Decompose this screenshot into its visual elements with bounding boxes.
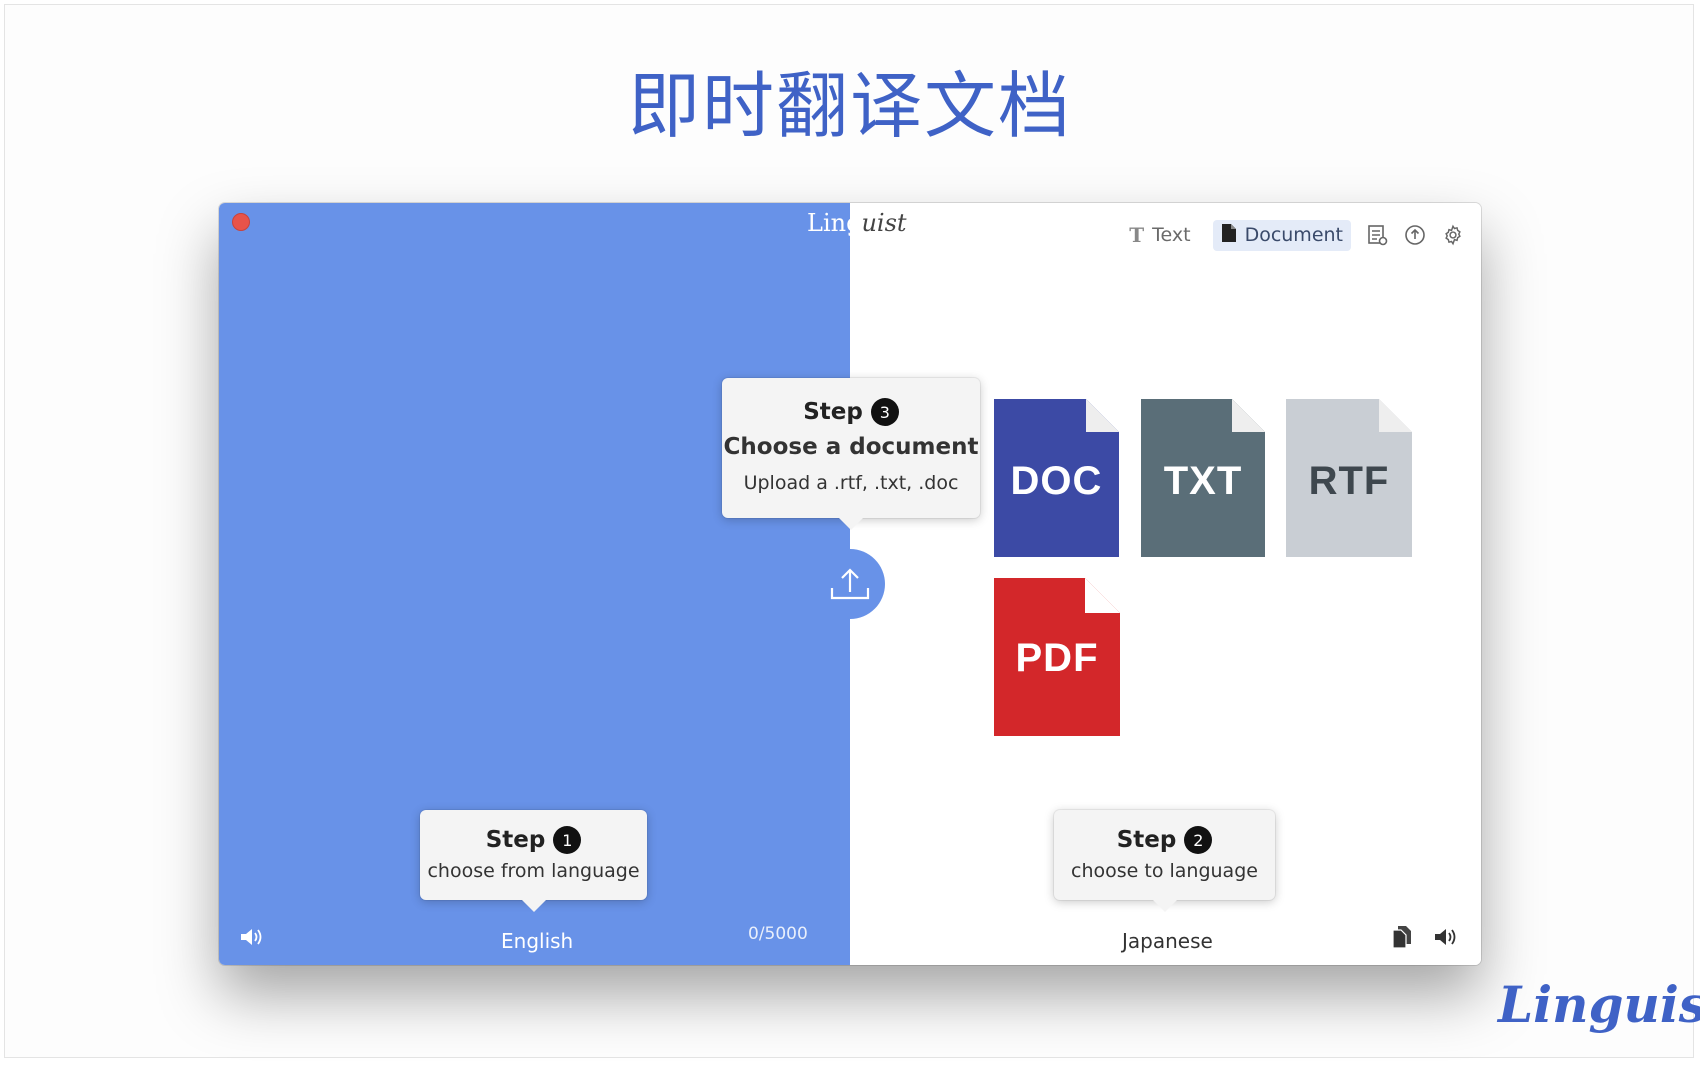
rtf-file-icon[interactable]: RTF (1286, 399, 1412, 557)
step3-number-badge: 3 (870, 398, 899, 426)
step2-word: Step (1116, 827, 1177, 853)
document-mode-button[interactable]: Document (1212, 219, 1351, 251)
step1-word: Step (485, 827, 546, 853)
copy-icon[interactable] (1391, 925, 1417, 949)
close-button[interactable] (232, 213, 250, 231)
txt-file-icon[interactable]: TXT (1141, 399, 1265, 557)
brand-logo: Linguist (1498, 975, 1700, 1034)
app-title-part1: Ling (807, 209, 862, 237)
doc-file-label: DOC (1010, 459, 1103, 503)
pdf-file-icon[interactable]: PDF (994, 578, 1120, 736)
step1-tooltip: Step 1 choose from language (420, 810, 647, 912)
step3-word: Step (803, 399, 863, 425)
upload-button[interactable] (815, 549, 885, 619)
upload-circle-icon[interactable] (1403, 223, 1427, 247)
headline: 即时翻译文档 (627, 64, 1072, 148)
text-mode-button[interactable]: T Text (1121, 220, 1198, 250)
app-title-part2: uist (861, 209, 907, 237)
toolbar: T Text Document (1121, 219, 1465, 251)
character-counter: 0/5000 (748, 924, 808, 944)
document-icon (1221, 223, 1237, 248)
step2-subtitle: choose to language (1071, 860, 1258, 882)
app-window: Linguist T Text Document Step 3 Choose a… (219, 203, 1481, 965)
app-title: Linguist (807, 209, 907, 237)
source-language-selector[interactable]: English (501, 929, 574, 953)
step3-subtitle: Upload a .rtf, .txt, .doc (743, 472, 959, 494)
gear-icon[interactable] (1441, 223, 1465, 247)
upload-icon (830, 568, 870, 600)
step3-title: Choose a document (723, 434, 979, 460)
step3-heading: Step 3 (722, 398, 980, 426)
document-mode-label: Document (1244, 224, 1343, 246)
step2-number-badge: 2 (1184, 826, 1213, 854)
step2-tooltip: Step 2 choose to language (1054, 810, 1275, 912)
text-mode-label: Text (1152, 224, 1191, 246)
target-speaker-icon[interactable] (1433, 925, 1459, 949)
step1-heading: Step 1 (420, 826, 647, 854)
doc-file-icon[interactable]: DOC (994, 399, 1119, 557)
step2-heading: Step 2 (1054, 826, 1275, 854)
step1-number-badge: 1 (553, 826, 582, 854)
history-icon[interactable] (1365, 223, 1389, 247)
step1-subtitle: choose from language (427, 860, 640, 882)
source-speaker-icon[interactable] (239, 925, 265, 949)
text-icon: T (1129, 223, 1145, 247)
step3-tooltip: Step 3 Choose a document Upload a .rtf, … (722, 378, 980, 530)
pdf-file-label: PDF (1015, 636, 1099, 680)
txt-file-label: TXT (1163, 459, 1243, 503)
target-language-selector[interactable]: Japanese (1122, 929, 1213, 953)
rtf-file-label: RTF (1308, 459, 1390, 503)
